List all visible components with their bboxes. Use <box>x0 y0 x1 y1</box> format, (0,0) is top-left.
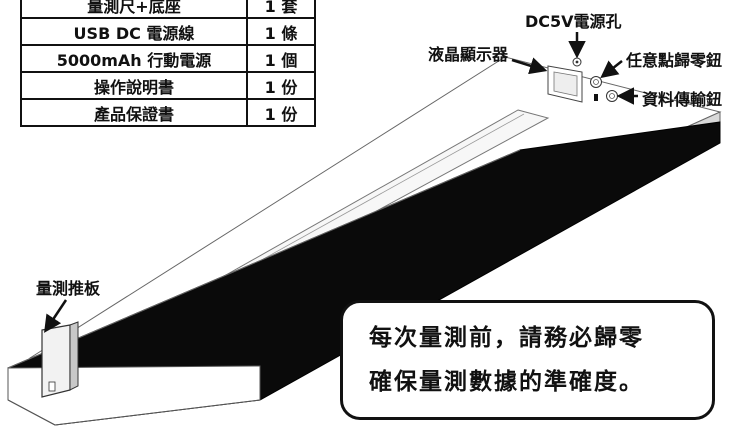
table-row: USB DC 電源線 1 條 <box>20 17 316 46</box>
table-row: 量測尺+底座 1 套 <box>20 0 316 19</box>
item-quantity: 1 個 <box>246 44 316 73</box>
item-name: 操作說明書 <box>20 71 248 100</box>
zero-button-icon <box>590 76 602 88</box>
arrow-zero-button <box>600 60 623 79</box>
item-quantity: 1 份 <box>246 98 316 127</box>
zero-reminder-notice: 每次量測前，請務必歸零 確保量測數據的準確度。 <box>340 300 715 420</box>
arrow-push-plate <box>44 299 68 333</box>
lcd-label: 液晶顯示器 <box>428 45 509 64</box>
item-name: 5000mAh 行動電源 <box>20 44 248 73</box>
notice-line-1: 每次量測前，請務必歸零 <box>369 325 644 351</box>
table-row: 操作說明書 1 份 <box>20 71 316 100</box>
arrow-lcd <box>511 57 548 75</box>
power-jack-icon <box>572 57 582 67</box>
item-quantity: 1 份 <box>246 71 316 100</box>
push-plate-label: 量測推板 <box>36 279 101 298</box>
item-name: 量測尺+底座 <box>20 0 248 19</box>
lcd-display <box>547 65 583 103</box>
item-name: 產品保證書 <box>20 98 248 127</box>
power-jack-label: DC5V電源孔 <box>525 12 622 31</box>
item-quantity: 1 條 <box>246 17 316 46</box>
data-button-label: 資料傳輸鈕 <box>642 90 723 109</box>
package-contents-table: 量測尺+底座 1 套 USB DC 電源線 1 條 5000mAh 行動電源 1… <box>20 0 316 127</box>
item-quantity: 1 套 <box>246 0 316 19</box>
item-name: USB DC 電源線 <box>20 17 248 46</box>
zero-button-label: 任意點歸零鈕 <box>626 51 723 70</box>
notice-line-2: 確保量測數據的準確度。 <box>369 369 644 395</box>
table-row: 5000mAh 行動電源 1 個 <box>20 44 316 73</box>
table-row: 產品保證書 1 份 <box>20 98 316 127</box>
push-plate <box>41 321 79 398</box>
